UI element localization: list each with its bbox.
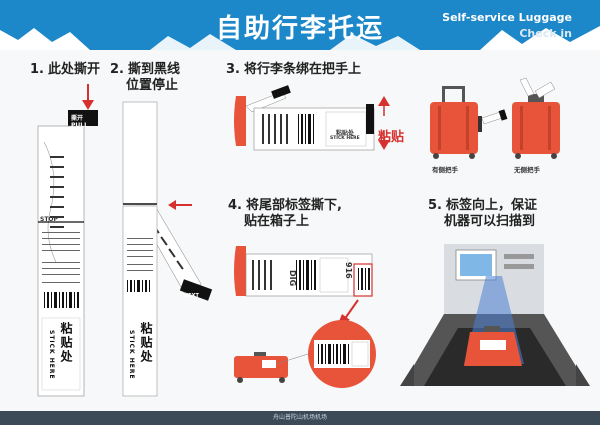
no-side-handle-caption: 无侧把手 — [514, 166, 540, 174]
page-title: 自助行李托运 — [215, 14, 384, 44]
stick-here-small-en: STICK HERE — [330, 136, 360, 141]
stick-here-en-1: STICK HERE — [48, 330, 55, 380]
step-5-machine-illustration — [400, 244, 590, 386]
header-bar: 自助行李托运 Self-service Luggage Check in — [0, 0, 600, 50]
next-tab-text: NEXT — [184, 293, 199, 299]
stick-here-small-cn: 粘贴处 — [336, 130, 355, 137]
mountain-decoration — [0, 26, 600, 50]
stick-here-cn-1: 粘贴处 — [59, 322, 73, 364]
step-3-label: 3.将行李条绑在把手上 — [226, 62, 361, 77]
stick-here-en-2: STICK HERE — [128, 330, 135, 380]
step-5-label: 5.标签向上，保证 机器可以扫描到 — [428, 198, 537, 229]
step-4-label: 4.将尾部标签撕下, 贴在箱子上 — [228, 198, 342, 229]
stop-line-text: STOP — [40, 216, 58, 223]
english-subtitle-line1: Self-service Luggage — [442, 11, 572, 24]
tear-tab-text: 撕开 PULL — [71, 115, 88, 129]
red-arrow-left — [168, 200, 192, 210]
stick-red-label: 粘贴 — [378, 130, 405, 145]
footer-text: 舟山普陀山机场机场 — [272, 414, 327, 421]
english-subtitle: Self-service Luggage Check in — [442, 10, 572, 42]
step-2-label: 2.撕到黑线 位置停止 — [110, 62, 180, 93]
side-handle-caption: 有侧把手 — [432, 166, 458, 174]
footer-bar: 舟山普陀山机场机场 — [0, 411, 600, 425]
step-1-tag-illustration — [37, 84, 98, 397]
step-3-handle-illustration — [234, 85, 390, 151]
poster: 自助行李托运 Self-service Luggage Check in 1.此… — [0, 0, 600, 411]
code-916-text: 916 — [344, 262, 353, 279]
stick-here-cn-2: 粘贴处 — [139, 322, 153, 364]
step-2-tag-illustration — [122, 101, 213, 397]
dig-text: DIG — [288, 270, 297, 287]
step-1-label: 1.此处撕开 — [30, 62, 100, 77]
step-4-illustration — [234, 246, 376, 388]
english-subtitle-line2: Check in — [519, 27, 572, 40]
step-3-suitcases-illustration — [430, 77, 560, 159]
